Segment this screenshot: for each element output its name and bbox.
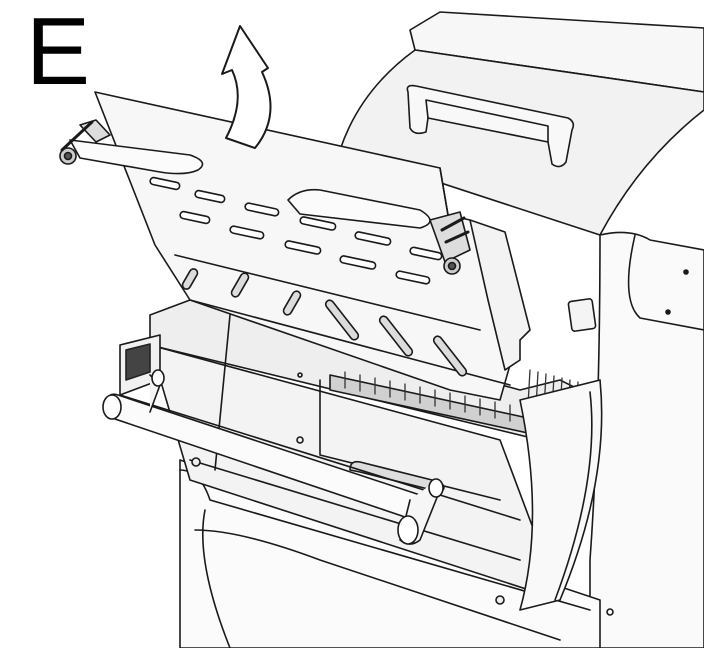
lid-handle	[406, 84, 575, 168]
step-label: E	[26, 0, 91, 105]
bread-hopper	[119, 299, 603, 611]
perforated-flap	[59, 91, 531, 401]
right-hinge	[429, 211, 471, 275]
left-hinge	[59, 119, 111, 165]
tray-handle-bar	[102, 369, 444, 545]
curved-arrow-up-icon	[221, 25, 272, 149]
